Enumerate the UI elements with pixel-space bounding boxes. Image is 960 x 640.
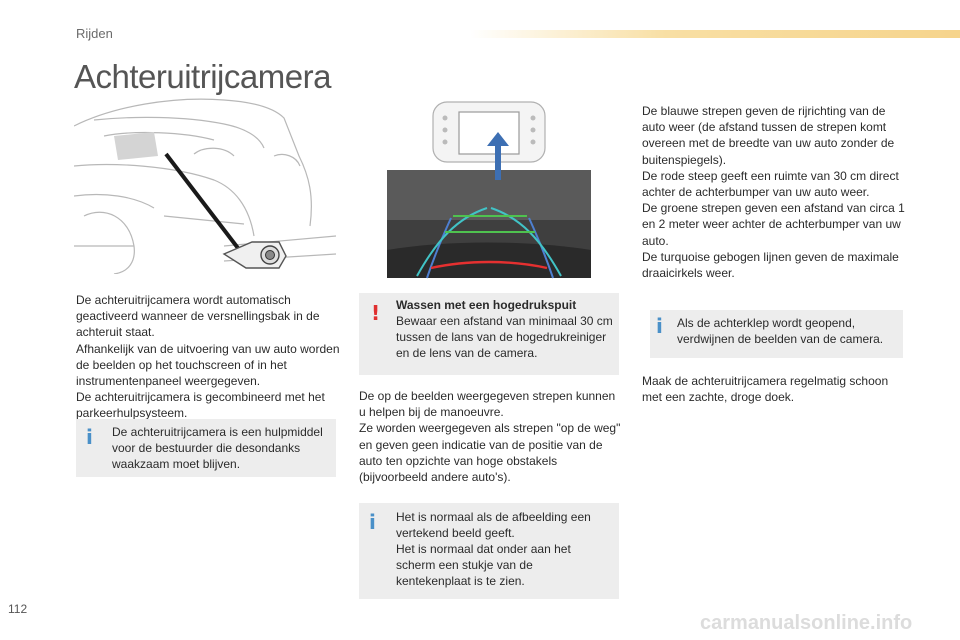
paragraph: De groene strepen geven een afstand van … <box>642 201 905 248</box>
warning-note: ! Wassen met een hogedrukspuit Bewaar ee… <box>359 293 619 375</box>
header-bar <box>470 30 960 38</box>
info-icon: i <box>369 510 376 534</box>
left-column-text: De achteruitrijcamera wordt automatisch … <box>76 292 344 422</box>
info-icon: i <box>86 425 93 449</box>
camera-view-illustration <box>387 101 591 279</box>
info-note-line: Het is normaal dat onder aan het scherm … <box>396 542 571 588</box>
page-number: 112 <box>8 602 28 616</box>
paragraph: Afhankelijk van de uitvoering van uw aut… <box>76 341 340 389</box>
info-note-text: De achteruitrijcamera is een hulpmiddel … <box>112 425 323 471</box>
paragraph: De op de beelden weergegeven strepen kun… <box>359 389 616 420</box>
info-icon: i <box>656 314 663 338</box>
section-label: Rijden <box>76 26 113 41</box>
paragraph: De rode steep geeft een ruimte van 30 cm… <box>642 168 899 200</box>
info-note-text: Het is normaal als de afbeelding een ver… <box>396 509 610 589</box>
watermark: carmanualsonline.info <box>700 612 913 634</box>
paragraph: De achteruitrijcamera is gecombineerd me… <box>76 390 325 421</box>
warning-note-body: Bewaar een afstand van minimaal 30 cm tu… <box>396 314 613 360</box>
car-rear-camera-illustration <box>74 98 336 274</box>
right-column-text: De blauwe strepen geven de rijrichting v… <box>642 103 908 281</box>
paragraph: De achteruitrijcamera wordt automatisch … <box>76 293 320 340</box>
info-note: i Het is normaal als de afbeelding een v… <box>359 503 619 599</box>
middle-column-text: De op de beelden weergegeven strepen kun… <box>359 388 621 485</box>
info-note: i Als de achterklep wordt geopend, verdw… <box>650 310 903 358</box>
warning-note-title: Wassen met een hogedrukspuit <box>396 298 577 312</box>
info-note: i De achteruitrijcamera is een hulpmidde… <box>76 419 336 477</box>
paragraph: De turquoise gebogen lijnen geven de max… <box>642 249 899 281</box>
closing-text: Maak de achteruitrijcamera regelmatig sc… <box>642 374 889 405</box>
warning-icon: ! <box>371 301 381 325</box>
info-note-text: Als de achterklep wordt geopend, verdwij… <box>677 316 884 346</box>
paragraph: Ze worden weergegeven als strepen "op de… <box>359 421 621 485</box>
page-title: Achteruitrijcamera <box>74 58 331 95</box>
warning-note-text: Wassen met een hogedrukspuit Bewaar een … <box>396 297 614 361</box>
paragraph: De blauwe strepen geven de rijrichting v… <box>642 104 895 167</box>
info-note-line: Het is normaal als de afbeelding een ver… <box>396 510 591 540</box>
